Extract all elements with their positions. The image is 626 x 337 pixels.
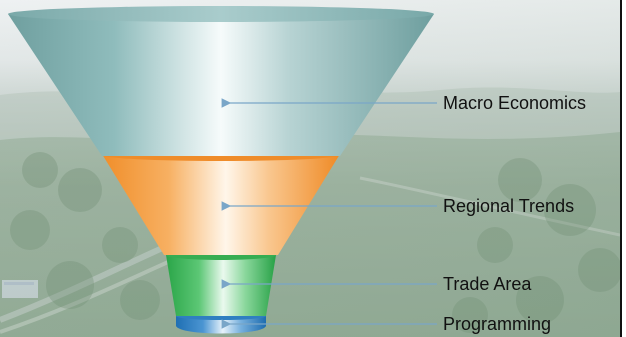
- label-macro-economics: Macro Economics: [443, 93, 587, 113]
- label-trade-area: Trade Area: [443, 274, 532, 294]
- funnel-stage-trade-area: [166, 250, 276, 316]
- label-regional-trends: Regional Trends: [443, 196, 575, 216]
- callout-arrows: [221, 98, 437, 329]
- funnel: [8, 6, 434, 334]
- funnel-stage-macro-economics: [8, 6, 434, 156]
- slide-right-border: [620, 0, 622, 337]
- label-programming: Programming: [443, 314, 552, 334]
